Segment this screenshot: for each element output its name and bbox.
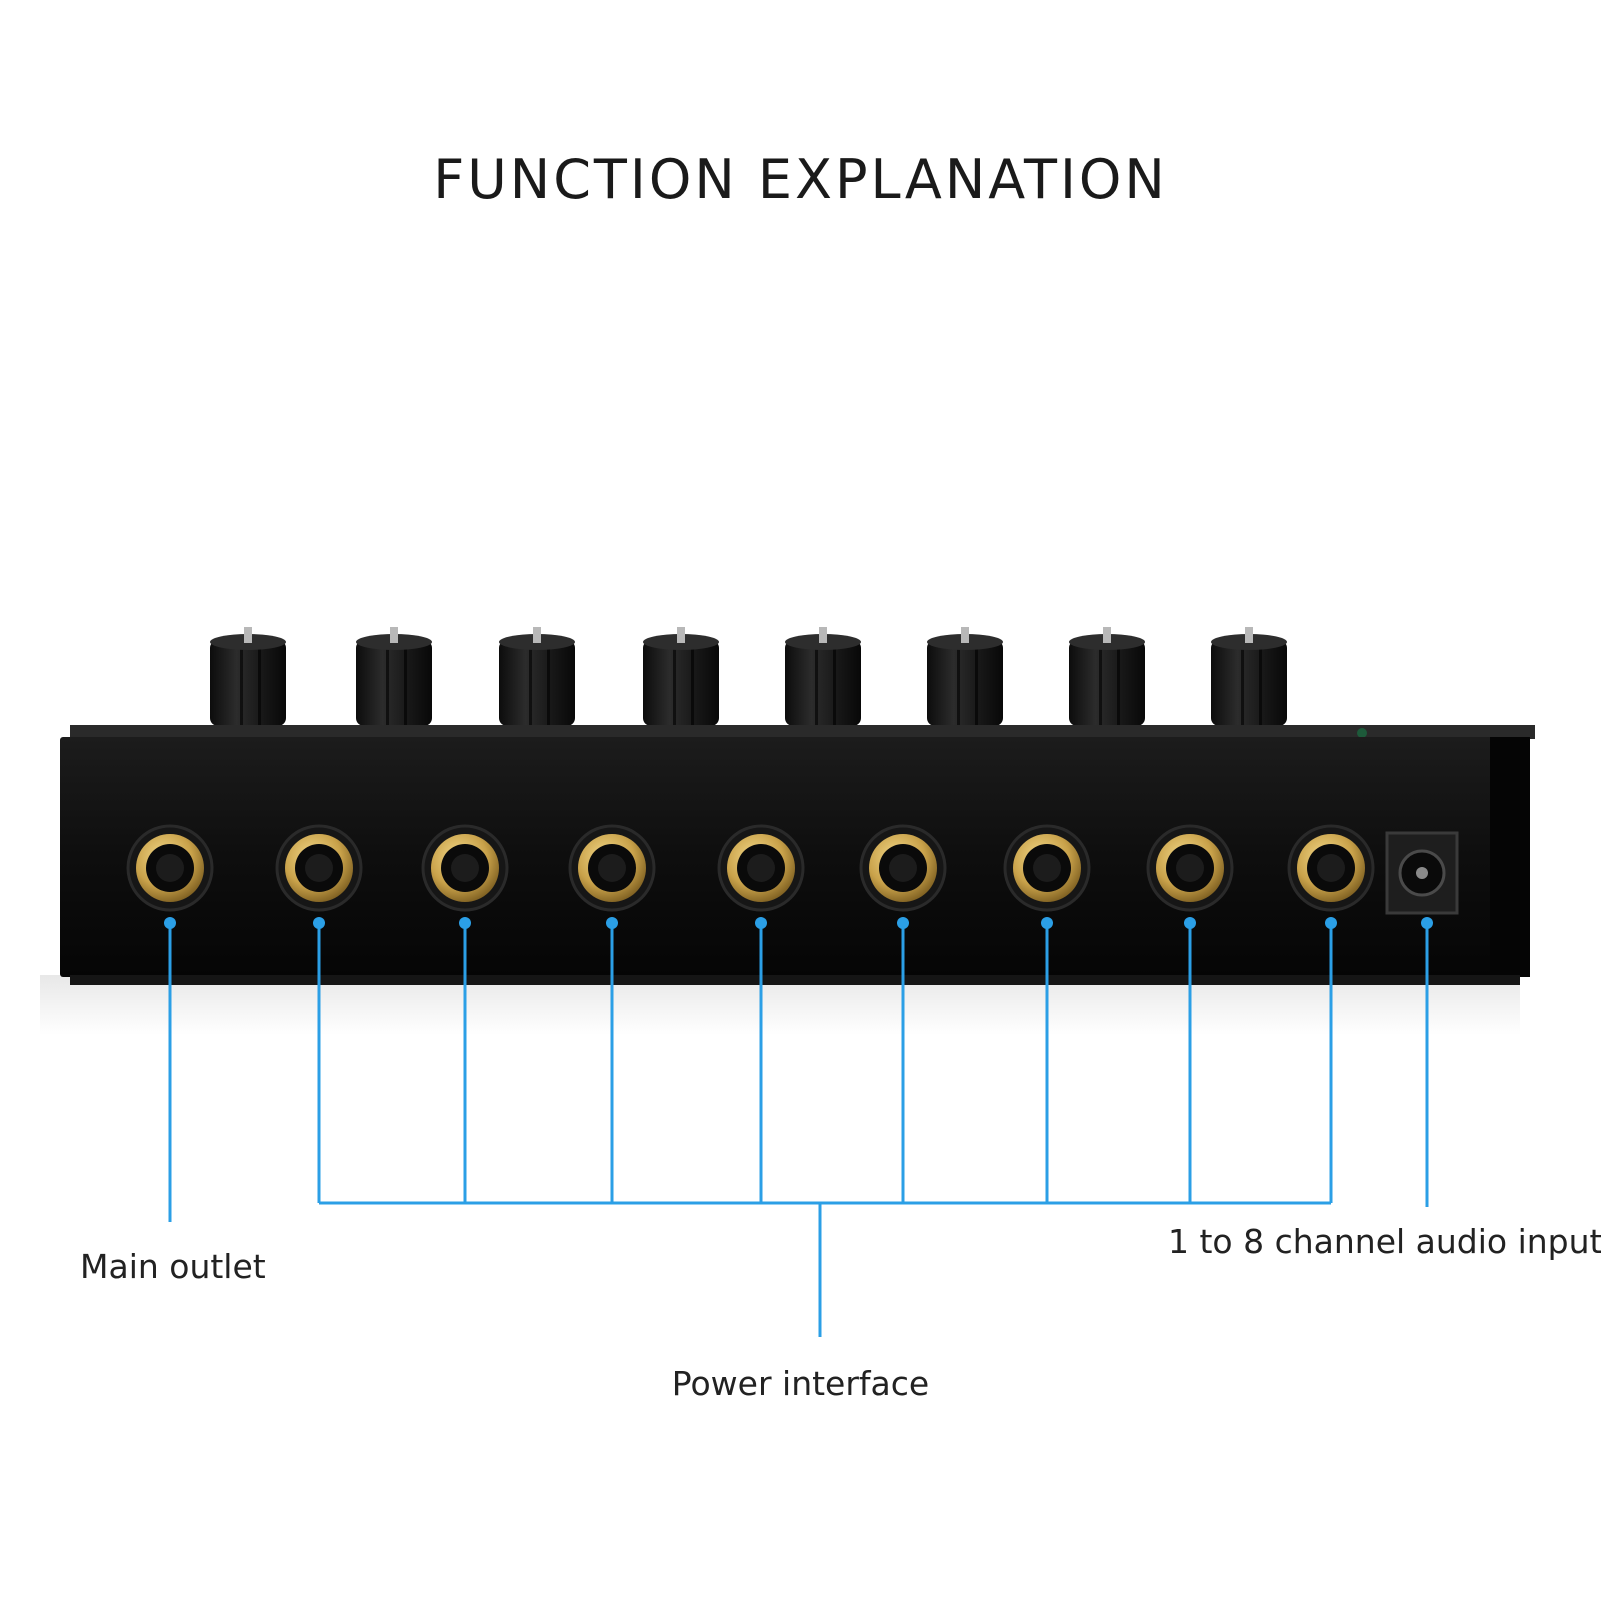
knob-4 [643,627,719,732]
knob-1 [210,627,286,732]
jack-9 [1287,824,1375,912]
jack-7 [1003,824,1091,912]
knob-2 [356,627,432,732]
top-plate [70,725,1535,739]
knob-6 [927,627,1003,732]
knob-8 [1211,627,1287,732]
jack-2 [275,824,363,912]
volume-knobs [210,627,1287,732]
jack-8 [1146,824,1234,912]
leader-lines [164,917,1433,1337]
jack-5 [717,824,805,912]
main-outlet-label: Main outlet [80,1247,266,1286]
page-title: FUNCTION EXPLANATION [433,148,1168,211]
jack-3 [421,824,509,912]
dc-power-socket [1385,831,1459,915]
device-base [70,975,1520,985]
knob-7 [1069,627,1145,732]
power-interface-label: Power interface [671,1364,930,1403]
audio-jacks [126,824,1375,912]
panel-side [1490,737,1530,977]
power-led-icon [1357,728,1367,738]
jack-6 [859,824,947,912]
jack-4 [568,824,656,912]
jack-1 [126,824,214,912]
audio-input-label: 1 to 8 channel audio input [1168,1222,1601,1261]
knob-3 [499,627,575,732]
knob-5 [785,627,861,732]
